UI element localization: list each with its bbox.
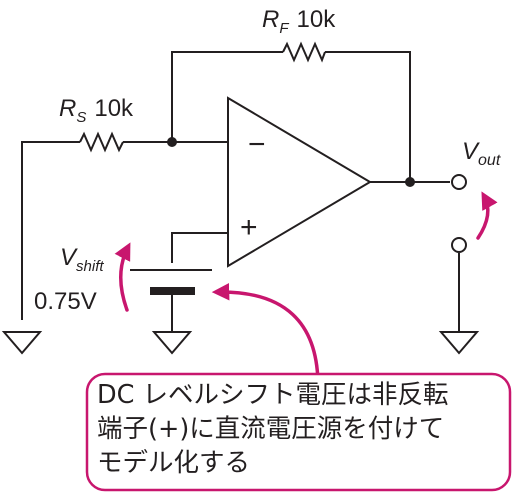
feedback-resistor-value: 10k — [297, 6, 337, 33]
noninverting-input-symbol: + — [240, 211, 258, 244]
output-subscript: out — [478, 152, 501, 169]
shift-voltage-arrow — [114, 242, 131, 312]
output-terminal — [451, 174, 467, 190]
output-label: Vout — [462, 138, 501, 169]
ground-middle-symbol — [151, 331, 193, 355]
junction-dot-output — [405, 177, 415, 187]
shift-source-short-plate — [150, 287, 195, 295]
output-voltage-arrow — [476, 191, 498, 240]
noninverting-input-wire — [171, 232, 228, 263]
input-resistor-symbol: R — [59, 95, 76, 122]
shift-voltage-symbol: V — [60, 244, 78, 271]
input-resistor-label: RS 10k — [59, 95, 134, 126]
opamp-body — [227, 96, 372, 268]
note-callout-box — [85, 372, 512, 492]
note-text: DC レベルシフト電圧は非反転 端子(+)に直流電圧源を付けて モデル化する — [97, 378, 509, 480]
input-resistor-zigzag — [79, 131, 124, 153]
feedback-resistor-subscript: F — [279, 20, 289, 37]
shift-voltage-label: Vshift — [60, 244, 104, 275]
shift-voltage-value: 0.75V — [34, 288, 97, 315]
input-resistor-value: 10k — [94, 95, 134, 122]
feedback-return-wire — [325, 51, 411, 182]
input-resistor-subscript: S — [76, 109, 86, 126]
inverting-input-symbol: − — [248, 128, 266, 161]
note-pointer-arrow — [211, 283, 320, 388]
feedback-resistor-label: RF 10k — [262, 6, 336, 37]
output-symbol: V — [462, 138, 480, 165]
note-line-2: 端子(+)に直流電圧源を付けて — [97, 414, 445, 444]
feedback-resistor-symbol: R — [262, 6, 279, 33]
input-wire — [21, 141, 80, 320]
feedback-wire — [171, 51, 283, 142]
load-terminal — [451, 237, 467, 253]
ground-left-symbol — [1, 331, 43, 355]
note-line-1: DC レベルシフト電圧は非反転 — [97, 380, 449, 410]
note-line-3: モデル化する — [97, 448, 251, 478]
ground-right-symbol — [438, 331, 480, 355]
feedback-resistor-zigzag — [282, 41, 326, 63]
junction-dot-inverting — [167, 137, 177, 147]
shift-voltage-subscript: shift — [76, 258, 104, 275]
